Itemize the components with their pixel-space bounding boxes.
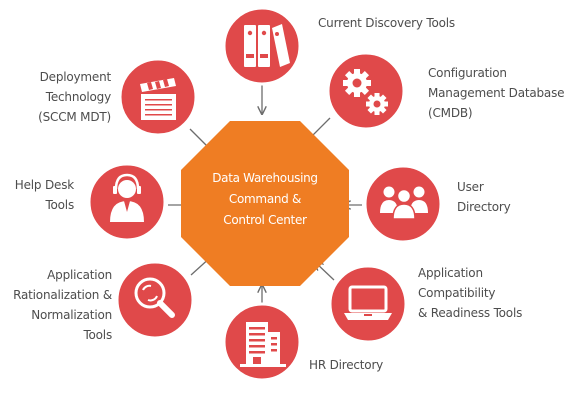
label-line: User — [457, 180, 484, 194]
binders-icon — [244, 24, 290, 67]
center-octagon — [181, 121, 349, 286]
label-line: Tools — [83, 328, 112, 342]
label-line: Management Database — [428, 86, 564, 100]
label-line: Directory — [457, 200, 511, 214]
label-line: Technology — [45, 90, 111, 104]
center-label-line: Command & — [228, 192, 302, 206]
label-user-directory: User Directory — [457, 177, 511, 217]
label-line: Tools — [45, 198, 74, 212]
label-line: Deployment — [39, 70, 112, 84]
clapperboard-icon — [140, 78, 176, 120]
magnifier-icon — [134, 277, 175, 318]
label-help-desk: Help Desk Tools — [15, 175, 74, 215]
label-line: Application — [418, 266, 483, 280]
users-group-icon — [380, 186, 428, 220]
label-current-discovery: Current Discovery Tools — [318, 13, 455, 33]
label-line: Help Desk — [14, 178, 74, 192]
center-label-line: Data Warehousing — [212, 171, 318, 185]
label-line: HR Directory — [309, 358, 384, 372]
label-line: & Readiness Tools — [418, 306, 523, 320]
node-app-compat — [328, 264, 408, 344]
label-line: Configuration — [428, 66, 507, 80]
label-app-compat: Application Compatibility & Readiness To… — [418, 263, 522, 323]
label-line: Rationalization & — [13, 288, 112, 302]
label-hr-directory: HR Directory — [309, 355, 383, 375]
label-deployment: Deployment Technology (SCCM MDT) — [38, 67, 111, 127]
label-app-rational: Application Rationalization & Normalizat… — [13, 265, 112, 345]
label-line: Compatibility — [418, 286, 496, 300]
building-icon — [240, 322, 286, 367]
laptop-icon — [344, 285, 392, 320]
label-line: Normalization — [31, 308, 112, 322]
label-line: Application — [47, 268, 112, 282]
support-agent-icon — [110, 173, 144, 222]
center-label-line: Control Center — [223, 213, 307, 227]
label-line: (SCCM MDT) — [38, 110, 111, 124]
center-label: Data Warehousing Command & Control Cente… — [191, 168, 339, 231]
label-cmdb: Configuration Management Database (CMDB) — [428, 63, 564, 123]
label-line: (CMDB) — [428, 106, 473, 120]
label-line: Current Discovery Tools — [318, 16, 455, 30]
